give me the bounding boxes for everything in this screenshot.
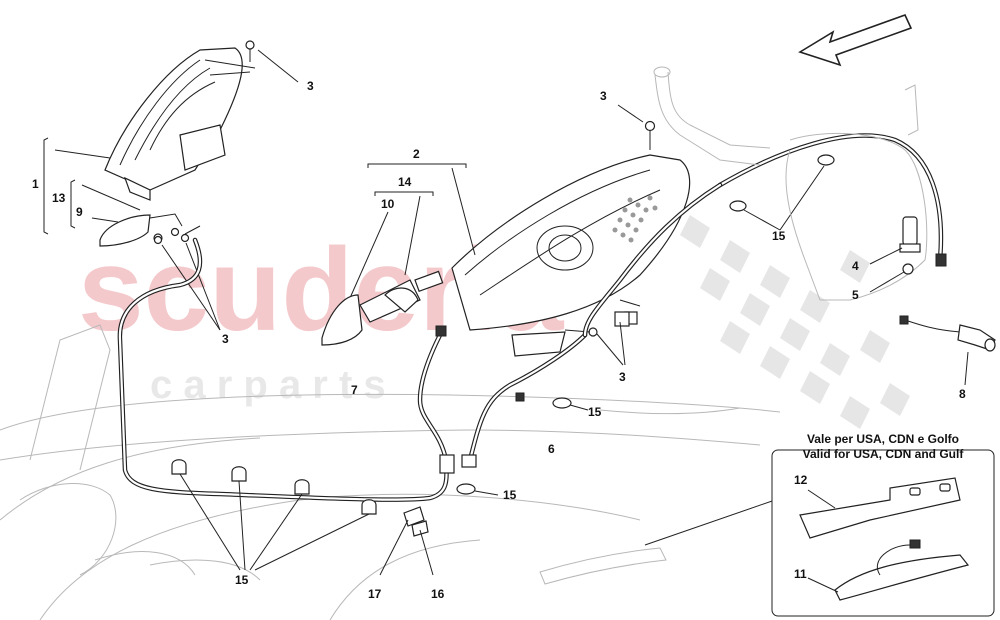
center-headlight [451, 154, 691, 357]
callout-15: 15 [235, 573, 249, 587]
inset-title-it: Vale per USA, CDN e Golfo [807, 432, 959, 446]
left-headlight [104, 47, 256, 201]
screws-lower-left [153, 233, 221, 331]
callout-17: 17 [368, 587, 382, 601]
callout-6: 6 [548, 442, 555, 456]
led-array [612, 195, 658, 243]
callout-11: 11 [794, 567, 807, 581]
screws-center-right [564, 311, 630, 366]
callout-4: 4 [852, 259, 859, 273]
callout-15: 15 [588, 405, 602, 419]
callout-5: 5 [852, 288, 859, 302]
callout-8: 8 [959, 387, 966, 401]
bracket-group-1 [43, 137, 141, 235]
callout-13: 13 [52, 191, 66, 205]
hose-clips [171, 154, 835, 571]
callout-15: 15 [503, 488, 517, 502]
callout-3: 3 [619, 370, 626, 384]
arrow-icon [798, 13, 913, 67]
callout-3: 3 [307, 79, 314, 93]
callout-1: 1 [32, 177, 39, 191]
bracket-group-2 [349, 163, 476, 299]
callout-7: 7 [351, 383, 358, 397]
washer-reservoir [653, 66, 928, 301]
callout-15: 15 [772, 229, 786, 243]
callout-9: 9 [76, 205, 83, 219]
inset-title-en: Valid for USA, CDN and Gulf [803, 447, 965, 461]
level-sensor [899, 315, 996, 386]
screw-top-left [245, 40, 299, 83]
washer-hoses [117, 133, 947, 502]
callout-3: 3 [600, 89, 607, 103]
screw-top-center [617, 104, 656, 150]
callout-3: 3 [222, 332, 229, 346]
callout-2: 2 [413, 147, 420, 161]
inset-box: Vale per USA, CDN e Golfo Valid for USA,… [644, 432, 995, 617]
callout-14: 14 [398, 175, 412, 189]
callout-16: 16 [431, 587, 445, 601]
callout-labels: 3 1 13 9 3 2 14 10 3 3 15 4 5 8 15 7 6 1… [32, 79, 966, 601]
hose-clamps [379, 506, 434, 576]
callout-10: 10 [381, 197, 395, 211]
checkered-flag-icon [680, 215, 910, 429]
car-body-outline [0, 324, 781, 620]
callout-12: 12 [794, 473, 808, 487]
washer-nozzle [321, 270, 444, 346]
